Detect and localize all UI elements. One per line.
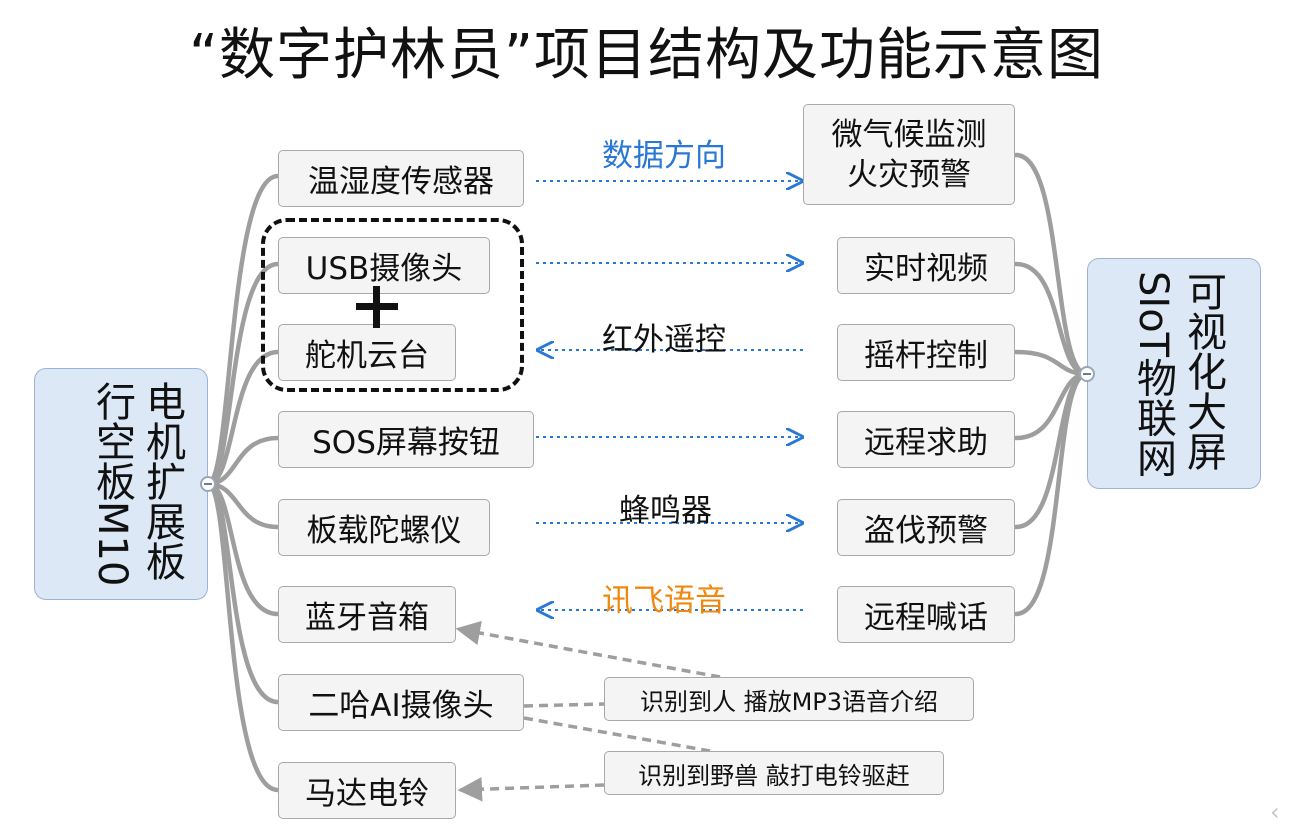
node-temp-humidity-sensor[interactable]: 温湿度传感器 xyxy=(278,150,524,207)
root-node-unihiker[interactable]: 电机扩展板 行空板M10 xyxy=(34,368,208,600)
node-sos-button[interactable]: SOS屏幕按钮 xyxy=(278,411,534,468)
branch-left-8 xyxy=(205,481,281,793)
branch-right-1 xyxy=(1013,152,1090,377)
branch-right-2 xyxy=(1013,261,1090,377)
node-huskylens-ai-camera[interactable]: 二哈AI摄像头 xyxy=(278,674,524,731)
branch-right-6 xyxy=(1013,371,1090,617)
label-buzzer: 蜂鸣器 xyxy=(619,493,712,529)
node-climate-line-1: 微气候监测 xyxy=(831,116,987,153)
label-iflytek-voice: 讯飞语音 xyxy=(602,583,726,619)
root-left-line-1: 电机扩展板 xyxy=(139,381,185,581)
node-onboard-gyroscope[interactable]: 板载陀螺仪 xyxy=(278,499,490,556)
root-right-line-2: SIoT物联网 xyxy=(1130,271,1176,478)
node-climate-line-2: 火灾预警 xyxy=(847,156,971,193)
root-right-line-1: 可视化大屏 xyxy=(1180,271,1226,471)
collapse-minus-icon[interactable] xyxy=(200,476,216,492)
branch-left-5 xyxy=(205,481,281,530)
page-title: “数字护林员”项目结构及功能示意图 xyxy=(188,23,1105,88)
branch-left-4 xyxy=(205,435,281,487)
note-animal-detected[interactable]: 识别到野兽 敲打电铃驱赶 xyxy=(604,751,944,795)
note-person-detected[interactable]: 识别到人 播放MP3语音介绍 xyxy=(604,677,974,721)
node-bluetooth-speaker[interactable]: 蓝牙音箱 xyxy=(278,586,456,643)
node-theft-warning[interactable]: 盗伐预警 xyxy=(837,499,1015,556)
label-infrared-remote: 红外遥控 xyxy=(602,322,726,358)
corner-chevron-icon: ‹ xyxy=(1270,798,1280,826)
label-data-direction: 数据方向 xyxy=(602,138,726,174)
root-node-siot-screen[interactable]: 可视化大屏 SIoT物联网 xyxy=(1087,258,1261,489)
collapse-minus-icon[interactable] xyxy=(1079,366,1095,382)
note-link-animal-to-bell xyxy=(457,776,605,802)
node-remote-help[interactable]: 远程求助 xyxy=(837,411,1015,468)
usb-camera-gimbal-group-box xyxy=(261,218,524,392)
node-remote-call[interactable]: 远程喊话 xyxy=(837,586,1015,643)
node-joystick-control[interactable]: 摇杆控制 xyxy=(837,324,1015,381)
plus-icon xyxy=(354,284,400,330)
note-link-huskylens-to-person xyxy=(523,702,605,708)
branch-right-5 xyxy=(1013,371,1090,530)
note-link-person-to-speaker xyxy=(455,620,721,679)
node-climate-fire-warning[interactable]: 微气候监测 火灾预警 xyxy=(803,104,1015,205)
note-link-huskylens-to-animal xyxy=(523,716,711,753)
root-left-line-2: 行空板M10 xyxy=(89,381,135,587)
node-motor-bell[interactable]: 马达电铃 xyxy=(278,762,456,819)
node-usb-camera[interactable]: USB摄像头 xyxy=(278,237,490,294)
node-servo-gimbal[interactable]: 舵机云台 xyxy=(278,324,456,381)
node-realtime-video[interactable]: 实时视频 xyxy=(837,237,1015,294)
